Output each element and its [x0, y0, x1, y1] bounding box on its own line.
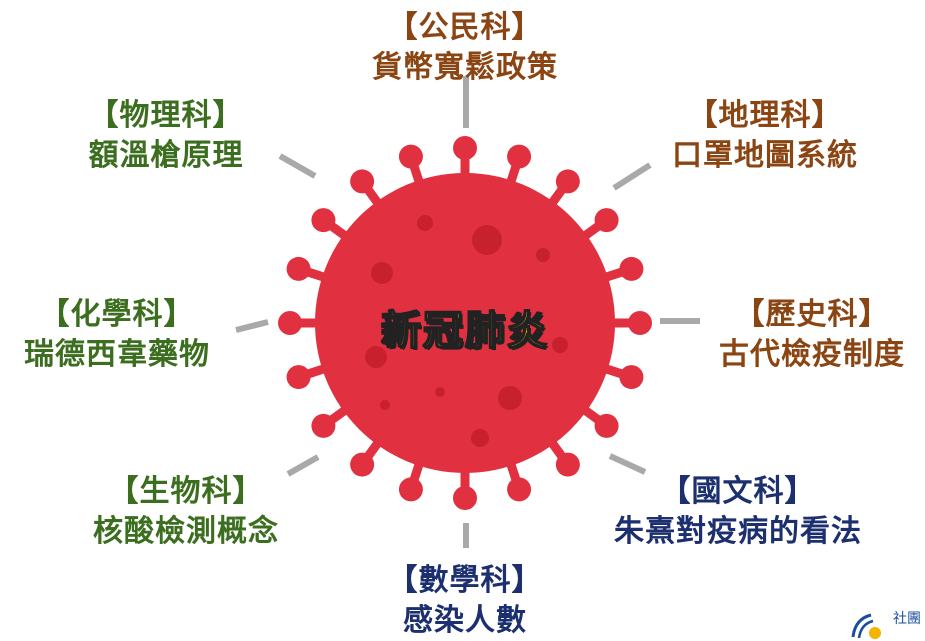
topic-label: 核酸檢測概念 [93, 514, 279, 549]
logo-text: 社團 [893, 611, 921, 627]
virus-spike-tip [594, 413, 619, 438]
topic-label: 感染人數 [403, 603, 527, 638]
topic-label: 朱熹對疫病的看法 [614, 514, 862, 549]
subject-label: 【化學科】 [39, 297, 195, 332]
connector-line [278, 153, 317, 179]
virus-spike-tip [555, 169, 580, 194]
connector-line [286, 454, 320, 477]
subject-label: 【地理科】 [687, 98, 843, 133]
subject-label: 【生物科】 [108, 474, 264, 509]
virus-spike-tip [311, 413, 336, 438]
virus-spike-tip [286, 256, 311, 281]
subject-label: 【數學科】 [387, 563, 543, 598]
virus-spike-tip [507, 477, 532, 502]
virus-spot [498, 386, 522, 410]
topic-label: 貨幣寬鬆政策 [372, 50, 558, 85]
node-math: 【數學科】 感染人數 [388, 561, 543, 641]
virus-icon [278, 136, 652, 510]
virus-spike-tip [628, 311, 652, 335]
node-biology: 【生物科】 核酸檢測概念 [93, 472, 279, 552]
virus-spot [471, 429, 489, 447]
virus-spike-tip [311, 208, 336, 233]
node-geography: 【地理科】 口罩地圖系統 [672, 96, 858, 176]
connector-line [612, 162, 652, 191]
connector-line [235, 319, 269, 333]
virus-spike-tip [555, 452, 580, 477]
virus-spike-tip [350, 169, 375, 194]
topic-label: 額溫槍原理 [88, 138, 244, 173]
topic-label: 古代檢疫制度 [719, 337, 905, 372]
connector-line [608, 453, 647, 475]
subject-label: 【公民科】 [387, 10, 543, 45]
virus-spike-tip [278, 311, 302, 335]
virus-spot [435, 387, 445, 397]
virus-spike-tip [453, 136, 477, 160]
node-history: 【歷史科】 古代檢疫制度 [719, 295, 905, 375]
topic-label: 口罩地圖系統 [672, 138, 858, 173]
subject-label: 【歷史科】 [734, 297, 890, 332]
virus-spike-tip [350, 452, 375, 477]
node-chemistry: 【化學科】 瑞德西韋藥物 [24, 295, 210, 375]
node-physics: 【物理科】 額溫槍原理 [89, 96, 244, 176]
virus-spot [365, 346, 387, 368]
virus-spike-tip [453, 486, 477, 510]
virus-spot [380, 400, 390, 410]
subject-label: 【物理科】 [88, 98, 244, 133]
topic-label: 瑞德西韋藥物 [24, 337, 210, 372]
center-label: 新冠肺炎 [380, 307, 549, 355]
virus-spike-tip [398, 144, 423, 169]
virus-spike-tip [619, 365, 644, 390]
school-logo-icon [851, 613, 881, 639]
virus-spot [417, 215, 433, 231]
virus-spot [536, 248, 550, 262]
virus-spot [371, 262, 393, 284]
virus-body [315, 173, 615, 473]
virus-spot [472, 225, 502, 255]
virus-spot [552, 337, 568, 353]
virus-spike-tip [398, 477, 423, 502]
virus-spike-tip [286, 365, 311, 390]
virus-spike-tip [594, 208, 619, 233]
subject-label: 【國文科】 [660, 474, 816, 509]
connectors [235, 76, 700, 548]
virus-spike-tip [507, 144, 532, 169]
node-chinese: 【國文科】 朱熹對疫病的看法 [614, 472, 862, 552]
virus-spike-tip [619, 256, 644, 281]
node-civics: 【公民科】 貨幣寬鬆政策 [372, 8, 558, 88]
